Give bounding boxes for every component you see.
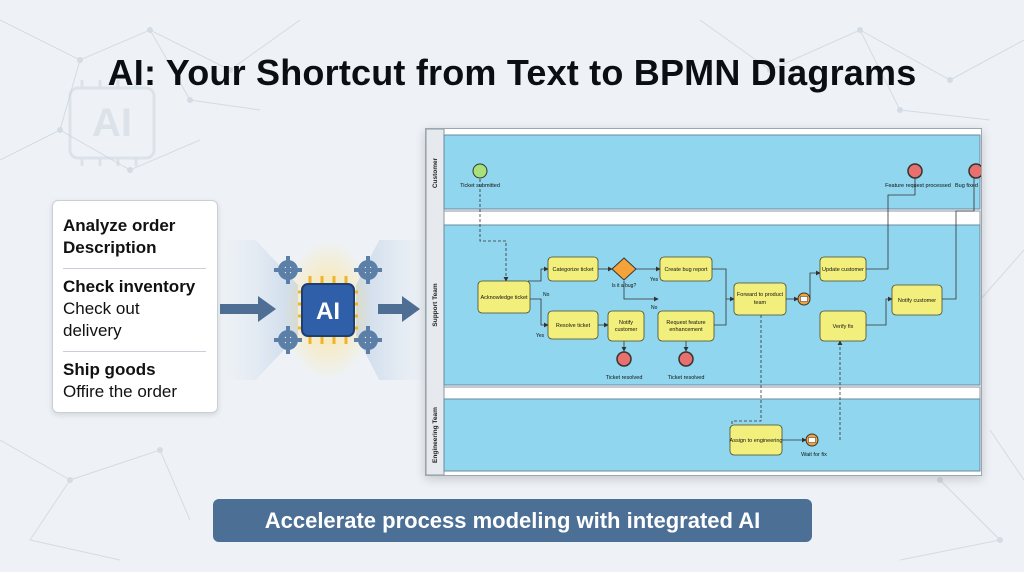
card-divider [63, 351, 206, 352]
task-update-customer [819, 256, 867, 282]
task-notify-customer [607, 310, 645, 342]
task-label: Create bug report [664, 267, 708, 273]
flow-label: No [543, 292, 550, 298]
lane-label-support-team: Support Team [432, 283, 439, 326]
event-label: Feature request processed [885, 183, 951, 189]
task-label: Forward to product [737, 292, 784, 298]
flow-label: Yes [650, 277, 659, 283]
card-line: Analyze order [63, 216, 176, 235]
arrow-right-icon [220, 296, 276, 322]
bpmn-diagram: Customer Support Team Engineering Team T… [425, 128, 982, 476]
end-event-ticket-resolved [678, 351, 694, 367]
task-label: customer [615, 327, 638, 333]
gateway-label: Is it a bug? [612, 283, 637, 289]
task-label: Notify customer [898, 298, 936, 304]
ai-processing-illustration: AI [218, 240, 436, 380]
task-categorize-ticket [547, 256, 599, 282]
task-request-feature [657, 310, 715, 342]
event-label: Wait for fix [801, 452, 827, 458]
ai-chip-icon: AI [301, 283, 355, 337]
watermark-chip-icon: AI [68, 80, 156, 166]
task-create-bug-report [659, 256, 713, 282]
task-forward-to-product [733, 282, 787, 316]
task-label: team [754, 300, 767, 306]
task-assign-to-engineering [729, 424, 783, 456]
gateway-is-it-a-bug [611, 257, 637, 281]
card-divider [63, 268, 206, 269]
flow-label: Yes [536, 333, 545, 339]
svg-text:AI: AI [92, 101, 132, 145]
task-label: Update customer [822, 267, 864, 273]
process-text-card: Analyze order Description Check inventor… [52, 200, 218, 413]
card-line: Check inventory [63, 277, 196, 296]
card-line: Check out [63, 299, 140, 318]
task-label: Acknowledge ticket [480, 295, 528, 301]
flow-label: No [651, 305, 658, 311]
task-label: Assign to engineering [730, 438, 783, 444]
task-notify-customer-2 [891, 284, 943, 316]
task-verify-fix [819, 310, 867, 342]
event-label: Ticket resolved [668, 375, 705, 381]
end-event-ticket-resolved [616, 351, 632, 367]
lane-customer [443, 134, 981, 210]
task-label: Request feature [666, 320, 705, 326]
task-label: Verify fix [833, 324, 854, 330]
event-label: Bug fixed [955, 183, 978, 189]
arrow-right-icon [378, 296, 420, 322]
task-resolve-ticket [547, 310, 599, 340]
task-label: Resolve ticket [556, 323, 591, 329]
card-line: Description [63, 238, 157, 257]
lane-label-engineering-team: Engineering Team [432, 407, 439, 463]
task-label: Notify [619, 320, 633, 326]
event-label: Ticket resolved [606, 375, 643, 381]
svg-text:AI: AI [316, 298, 340, 325]
task-label: enhancement [669, 327, 703, 333]
message-event-icon [805, 433, 819, 447]
card-line: Offire the order [63, 382, 178, 401]
start-event-ticket-submitted [472, 163, 488, 179]
card-line: delivery [63, 321, 122, 340]
end-event-bug-fixed [968, 163, 981, 179]
lane-support-team [443, 224, 981, 386]
lane-label-customer: Customer [432, 157, 439, 188]
card-line: Ship goods [63, 360, 156, 379]
page-title: AI: Your Shortcut from Text to BPMN Diag… [107, 52, 917, 93]
message-event-icon [797, 292, 811, 306]
end-event-feature-processed [907, 163, 923, 179]
event-label: Ticket submitted [460, 183, 500, 189]
lane-separator [443, 386, 981, 400]
lane-engineering-team [443, 398, 981, 472]
task-acknowledge-ticket [477, 280, 531, 314]
tagline-banner: Accelerate process modeling with integra… [213, 499, 812, 542]
lane-separator [443, 210, 981, 226]
task-label: Categorize ticket [553, 267, 594, 273]
